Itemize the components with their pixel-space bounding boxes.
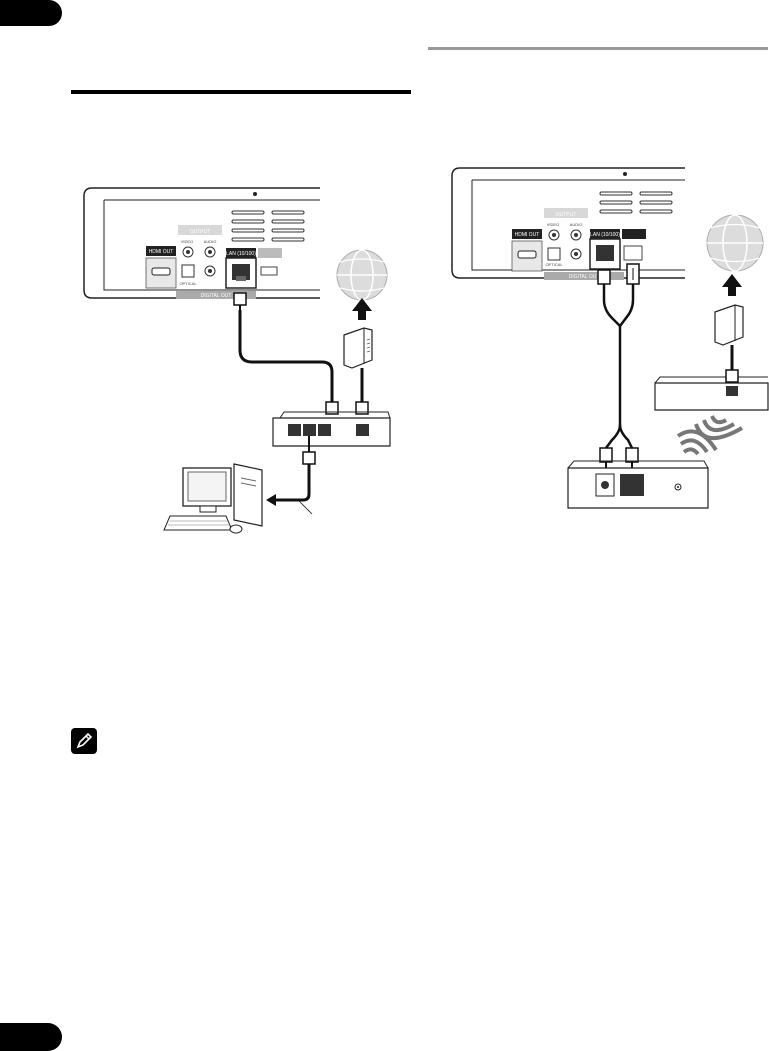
player-back-panel: OUTPUT VIDEO AUDIO OPTICAL HDMI OUT LAN … — [451, 167, 685, 280]
up-arrow-icon — [722, 274, 742, 296]
router-icon — [654, 376, 769, 411]
modem-icon — [714, 304, 744, 383]
computer-icon — [163, 463, 263, 534]
player-back-panel: OUTPUT VIDEO AUDIO OPTICAL HDMI OUT LAN … — [83, 187, 320, 299]
audio-label: AUDIO — [204, 239, 217, 244]
section-rule-right — [428, 47, 768, 50]
audio-label: AUDIO — [570, 222, 583, 227]
note-icon-box — [71, 728, 97, 754]
lan-label: LAN (10/100) — [590, 232, 620, 238]
video-label: VIDEO — [547, 222, 559, 227]
up-arrow-icon — [352, 298, 372, 320]
lan-cable — [233, 292, 339, 415]
optical-label: OPTICAL — [545, 262, 563, 267]
hdmi-out-label: HDMI OUT — [515, 232, 540, 238]
optical-label: OPTICAL — [179, 281, 197, 286]
lan-label: LAN (10/100) — [226, 251, 256, 257]
digital-out-label: DIGITAL OUT — [201, 293, 232, 299]
router-icon — [272, 411, 391, 447]
video-label: VIDEO — [181, 239, 193, 244]
digital-out-label: DIGITAL OUT — [569, 274, 600, 280]
wireless-converter-icon — [567, 460, 709, 509]
output-label: OUTPUT — [190, 229, 211, 235]
section-rule-left — [71, 90, 411, 94]
hdmi-out-label: HDMI OUT — [149, 249, 174, 255]
globe-icon — [336, 249, 388, 301]
page-tab-top — [0, 0, 62, 26]
converter-cables — [597, 263, 640, 468]
output-label: OUTPUT — [556, 212, 577, 218]
wireless-signal-icon — [694, 415, 744, 440]
page-tab-bottom — [0, 1023, 62, 1051]
wireless-signal-icon — [676, 429, 718, 456]
pencil-icon — [76, 732, 93, 749]
modem-icon — [343, 327, 373, 415]
globe-icon — [706, 214, 764, 272]
computer-cable — [266, 436, 316, 515]
